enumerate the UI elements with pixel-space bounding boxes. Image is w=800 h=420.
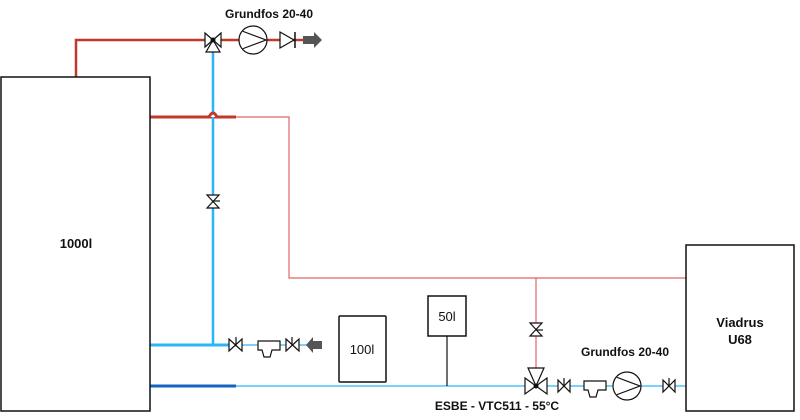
three-way-valve-icon <box>204 31 222 53</box>
valve-icon <box>285 337 300 353</box>
filter-icon <box>583 380 607 398</box>
tank-1000l <box>0 76 151 412</box>
boiler-label-line2: U68 <box>728 332 752 347</box>
hot-pipe-to-boiler <box>236 116 686 279</box>
hot-pipe-top <box>74 38 303 77</box>
three-way-valve-icon <box>524 367 548 396</box>
arrow-icon <box>303 32 322 48</box>
tank-1000l-label: 1000l <box>60 236 93 251</box>
boiler-label-line1: Viadrus <box>716 315 763 330</box>
pump-bottom-label: Grundfos 20-40 <box>581 345 669 359</box>
tank-100l <box>338 315 387 383</box>
pump-top-label: Grundfos 20-40 <box>225 7 313 21</box>
arrow-icon <box>306 337 322 353</box>
pump-icon <box>612 371 642 401</box>
filter-icon <box>257 340 281 358</box>
boiler-viadrus <box>685 244 795 412</box>
expansion-vessel-label: 50l <box>438 309 455 324</box>
check-valve-icon <box>279 30 296 50</box>
tank-100l-label: 100l <box>350 342 375 357</box>
mixing-valve-label: ESBE - VTC511 - 55°C <box>435 399 560 413</box>
valve-icon <box>662 378 676 394</box>
expansion-vessel-50l <box>427 295 467 337</box>
valve-icon <box>228 337 243 353</box>
valve-icon <box>528 322 544 337</box>
pump-icon <box>238 25 268 55</box>
valve-icon <box>205 194 221 209</box>
pipe-crossover <box>207 111 219 118</box>
valve-icon <box>557 378 571 394</box>
